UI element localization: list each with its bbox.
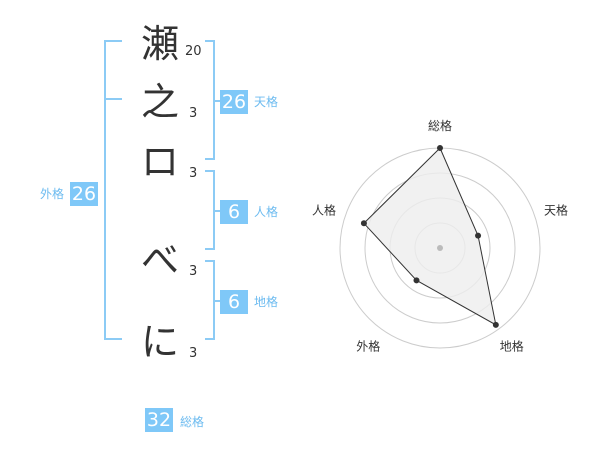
name-char-1: 瀬 (140, 22, 179, 66)
tenkaku-label: 天格 (254, 95, 279, 109)
stroke-count-5: 3 (189, 346, 198, 361)
tenkaku-bracket-tick (213, 100, 221, 102)
name-char-5: に (140, 320, 179, 364)
tenkaku-value: 26 (220, 90, 248, 114)
jinkaku-bracket-top (205, 170, 215, 172)
radar-data-area (363, 147, 497, 326)
tenkaku-bracket-bottom (205, 158, 215, 160)
chikaku-value: 6 (220, 290, 248, 314)
chikaku-bracket-top (205, 260, 215, 262)
name-char-4: べ (140, 238, 179, 282)
radar-point-4 (413, 277, 420, 284)
radar-point-2 (475, 232, 482, 239)
radar-point-3 (492, 321, 499, 328)
soukaku-label: 総格 (180, 415, 205, 429)
tenkaku-bracket-top (205, 40, 215, 42)
radar-center-dot (437, 245, 443, 251)
chikaku-bracket-tick (213, 300, 221, 302)
gaikaku-bracket-line (104, 40, 106, 340)
radar-point-5 (360, 220, 367, 227)
gaikaku-bracket-bottom (104, 338, 122, 340)
radar-axis-label-4: 外格 (356, 339, 380, 354)
chikaku-label: 地格 (254, 295, 279, 309)
gaikaku-value: 26 (70, 182, 98, 206)
radar-axis-label-3: 地格 (500, 339, 524, 354)
radar-axis-label-1: 総格 (428, 118, 452, 133)
chikaku-bracket-bottom (205, 338, 215, 340)
name-char-3: ロ (140, 140, 179, 184)
jinkaku-label: 人格 (254, 205, 279, 219)
gaikaku-label: 外格 (40, 187, 65, 201)
stroke-count-3: 3 (189, 166, 198, 181)
gaikaku-bracket-top (104, 40, 122, 42)
stroke-count-1: 20 (185, 44, 202, 59)
radar-point-1 (437, 145, 443, 151)
radar-axis-label-5: 人格 (312, 202, 336, 217)
jinkaku-value: 6 (220, 200, 248, 224)
name-char-2: 之 (140, 80, 179, 124)
soukaku-value: 32 (145, 408, 173, 432)
stroke-count-2: 3 (189, 106, 198, 121)
radar-axis-label-2: 天格 (544, 202, 568, 217)
gaikaku-bracket-mid (104, 98, 122, 100)
jinkaku-bracket-bottom (205, 248, 215, 250)
stroke-count-4: 3 (189, 264, 198, 279)
jinkaku-bracket-tick (213, 210, 221, 212)
